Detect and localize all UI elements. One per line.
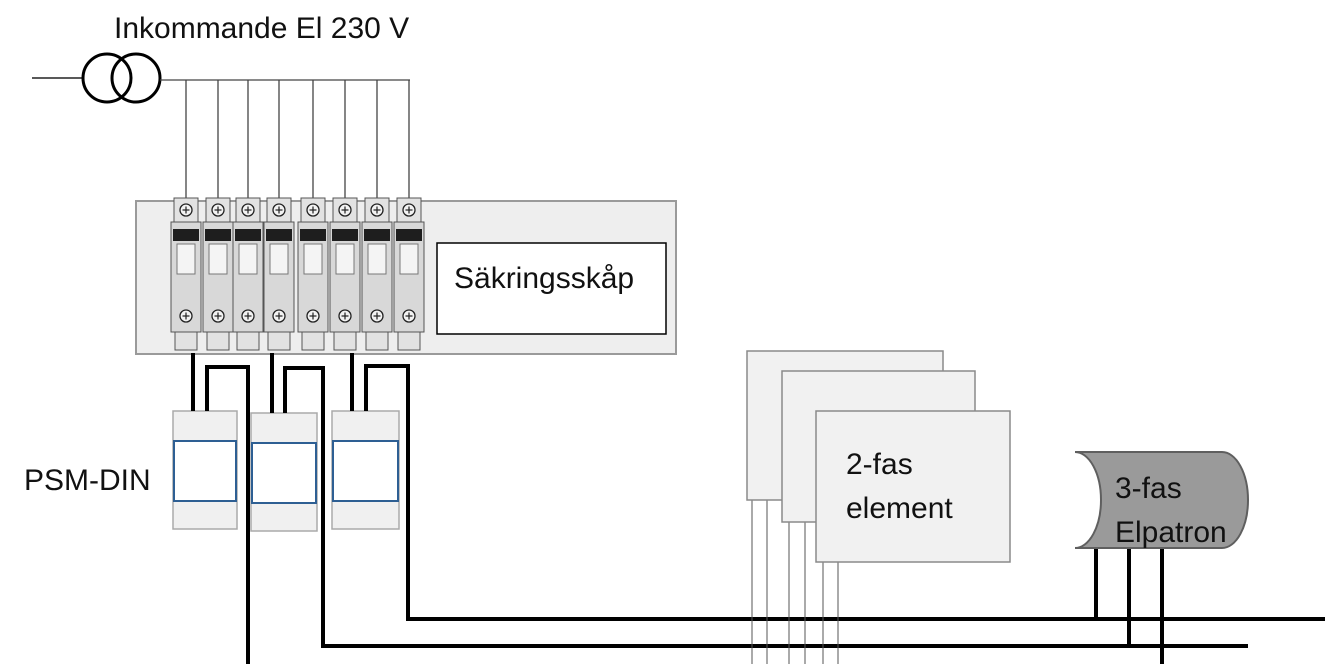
element-label-line1: 2-fas	[846, 448, 913, 481]
circuit-breaker-icon	[232, 197, 264, 351]
incoming-supply-label: Inkommande El 230 V	[114, 12, 410, 45]
fuse-cabinet	[135, 197, 677, 355]
screw-terminal-icon	[402, 203, 416, 217]
circuit-breaker-icon	[263, 197, 295, 351]
circuit-breaker-icon	[393, 197, 425, 351]
cartridge-wires	[1094, 548, 1164, 664]
cabinet-label-box	[436, 242, 667, 335]
screw-terminal-icon	[306, 203, 320, 217]
cartridge-label-line1: 3-fas	[1115, 472, 1182, 505]
screw-terminal-icon	[179, 203, 193, 217]
screw-terminal-icon	[211, 203, 225, 217]
psm-din-module	[250, 412, 318, 532]
screw-terminal-icon	[370, 203, 384, 217]
screw-terminal-icon	[338, 309, 352, 323]
element-label-line2: element	[846, 492, 953, 525]
feed-wire-1-out	[205, 365, 250, 664]
element-wires	[751, 500, 839, 664]
circuit-breaker-icon	[329, 197, 361, 351]
screw-terminal-icon	[402, 309, 416, 323]
element-label: 2-fas element	[846, 443, 953, 531]
screw-terminal-icon	[272, 203, 286, 217]
cartridge-label: 3-fas Elpatron	[1115, 467, 1227, 555]
psm-din-module	[331, 410, 400, 530]
psm-din-module	[172, 410, 238, 530]
screw-terminal-icon	[272, 309, 286, 323]
circuit-breaker-icon	[170, 197, 202, 351]
feed-wire-2-out	[283, 366, 1248, 648]
circuit-breaker-icon	[202, 197, 234, 351]
immersion-heater	[1074, 451, 1249, 664]
feed-wires	[191, 353, 1325, 664]
screw-terminal-icon	[241, 309, 255, 323]
cartridge-body	[1074, 451, 1249, 549]
psm-din-window	[251, 442, 317, 504]
cabinet-label: Säkringsskåp	[454, 262, 635, 295]
circuit-breaker-icon	[297, 197, 329, 351]
screw-terminal-icon	[370, 309, 384, 323]
element-panel-front	[815, 410, 1011, 563]
screw-terminal-icon	[241, 203, 255, 217]
psm-din-label: PSM-DIN	[24, 464, 151, 497]
psm-din-window	[173, 440, 237, 502]
screw-terminal-icon	[211, 309, 225, 323]
screw-terminal-icon	[306, 309, 320, 323]
screw-terminal-icon	[338, 203, 352, 217]
cartridge-label-line2: Elpatron	[1115, 516, 1227, 549]
screw-terminal-icon	[179, 309, 193, 323]
supply-drop-wires	[185, 80, 410, 210]
heating-elements	[746, 350, 1011, 664]
circuit-breaker-icon	[361, 197, 393, 351]
incoming-supply	[32, 52, 410, 210]
psm-din-modules	[172, 410, 400, 532]
breaker-row	[170, 197, 425, 351]
transformer-symbol-icon	[81, 52, 162, 104]
feed-wire-3-out	[364, 364, 1325, 621]
psm-din-window	[332, 440, 399, 502]
